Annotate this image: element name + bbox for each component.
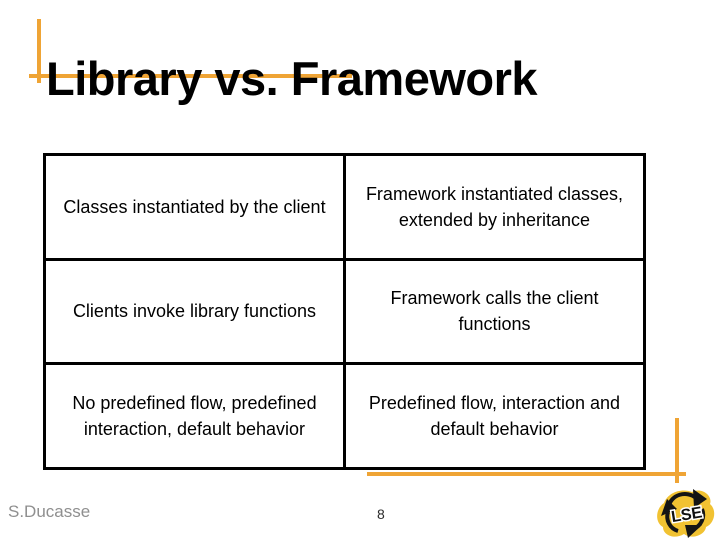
title-accent-vline [37, 19, 41, 83]
table-cell-framework-row3: Predefined flow, interaction and default… [346, 365, 643, 467]
comparison-table: Classes instantiated by the client Frame… [43, 153, 646, 470]
table-cell-library-row1: Classes instantiated by the client [46, 156, 343, 258]
lse-logo: LSE [657, 489, 715, 538]
page-number: 8 [377, 506, 385, 522]
bottom-accent-hline [367, 472, 686, 476]
page-title: Library vs. Framework [46, 52, 538, 106]
bottom-accent-vline [675, 418, 679, 483]
table-cell-library-row3: No predefined flow, predefined interacti… [46, 365, 343, 467]
table-cell-framework-row1: Framework instantiated classes, extended… [346, 156, 643, 258]
table-cell-framework-row2: Framework calls the client functions [346, 260, 643, 363]
table-cell-library-row2: Clients invoke library functions [46, 260, 343, 363]
recycle-arrows-icon [661, 489, 707, 538]
footer-author: S.Ducasse [8, 502, 91, 521]
title-underline [29, 74, 352, 78]
